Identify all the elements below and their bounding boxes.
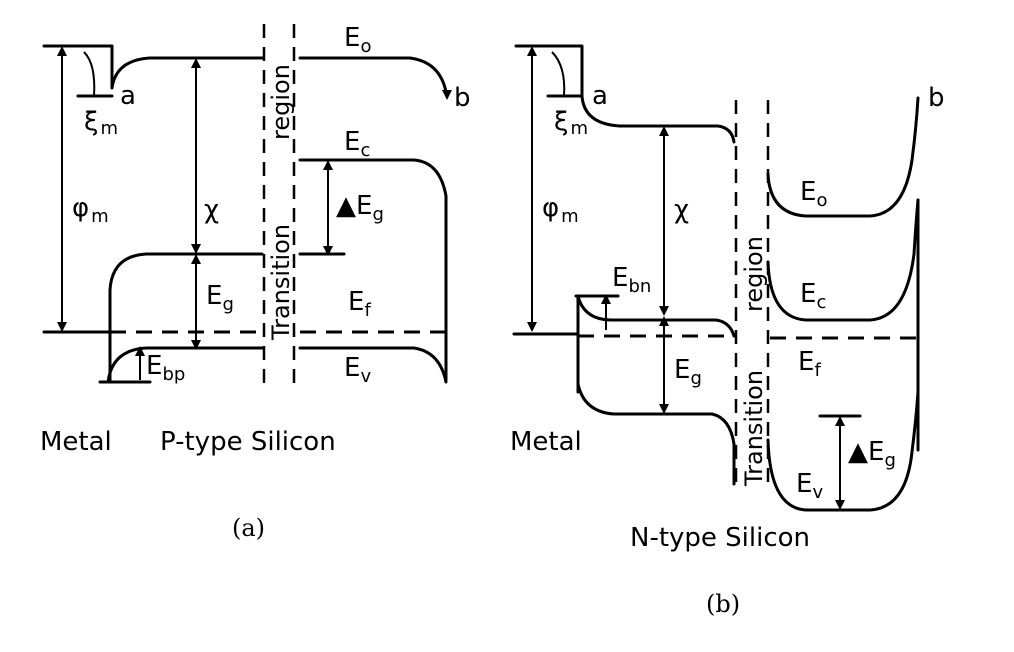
- panel-b-point-b: b: [928, 83, 945, 113]
- panel-b-ef: Ef: [798, 347, 821, 381]
- panel-b-metal-label: Metal: [510, 427, 582, 457]
- panel-b-ebn: Ebn: [612, 263, 651, 297]
- panel-a-metal-vacuum-level: [42, 44, 264, 90]
- panel-a-vacuum-level-bulk: [298, 56, 448, 94]
- panel-a-point-b: b: [454, 83, 471, 113]
- panel-a-arrow-b: [442, 90, 452, 100]
- panel-a-region-label: region: [267, 64, 295, 140]
- panel-b-chi: χ: [674, 195, 689, 225]
- panel-b-e0: Eo: [800, 177, 827, 211]
- panel-b-conduction-band-interface: [576, 294, 736, 338]
- panel-b-vacuum-level-bulk: [766, 96, 920, 218]
- panel-a-silicon-label: P-type Silicon: [160, 427, 336, 457]
- panel-b-valence-band-bulk: [766, 390, 920, 512]
- panel-b-valence-band-interface: [576, 382, 736, 486]
- panel-b-caption: (b): [706, 590, 740, 618]
- panel-a-eg: Eg: [206, 281, 234, 315]
- panel-b-ev: Ev: [796, 469, 823, 503]
- panel-a-valence-band-bulk: [298, 346, 448, 384]
- panel-b-ec: Ec: [800, 279, 826, 313]
- panel-a-caption: (a): [232, 514, 265, 542]
- panel-a-xi-arc: [83, 51, 96, 97]
- panel-a-e0: Eo: [344, 23, 371, 57]
- panel-b-delta-eg: ▲Eg: [848, 437, 896, 471]
- panel-a-transition-label: Transition: [267, 224, 295, 341]
- panel-b-metal-vacuum-level: [514, 44, 736, 144]
- panel-b-conduction-band-bulk: [766, 198, 920, 322]
- panel-a-ec: Ec: [344, 127, 370, 161]
- panel-a-metal-label: Metal: [40, 427, 112, 457]
- panel-b-silicon-label: N-type Silicon: [630, 523, 810, 553]
- panel-a-band-edge-upper: [108, 252, 264, 292]
- panel-a-conduction-band-bulk: [298, 158, 448, 382]
- panel-b-point-a: a: [592, 81, 608, 111]
- panel-a-ef: Ef: [348, 287, 371, 321]
- panel-b-transition-label: Transition: [740, 370, 768, 487]
- panel-a-chi: χ: [204, 195, 219, 225]
- panel-b-eg: Eg: [674, 355, 702, 389]
- panel-a-ev: Ev: [344, 353, 371, 387]
- panel-a-ebp: Ebp: [146, 351, 185, 385]
- panel-a-point-a: a: [120, 81, 136, 111]
- panel-b-region-label: region: [740, 236, 768, 312]
- panel-a-delta-eg: ▲Eg: [336, 191, 384, 225]
